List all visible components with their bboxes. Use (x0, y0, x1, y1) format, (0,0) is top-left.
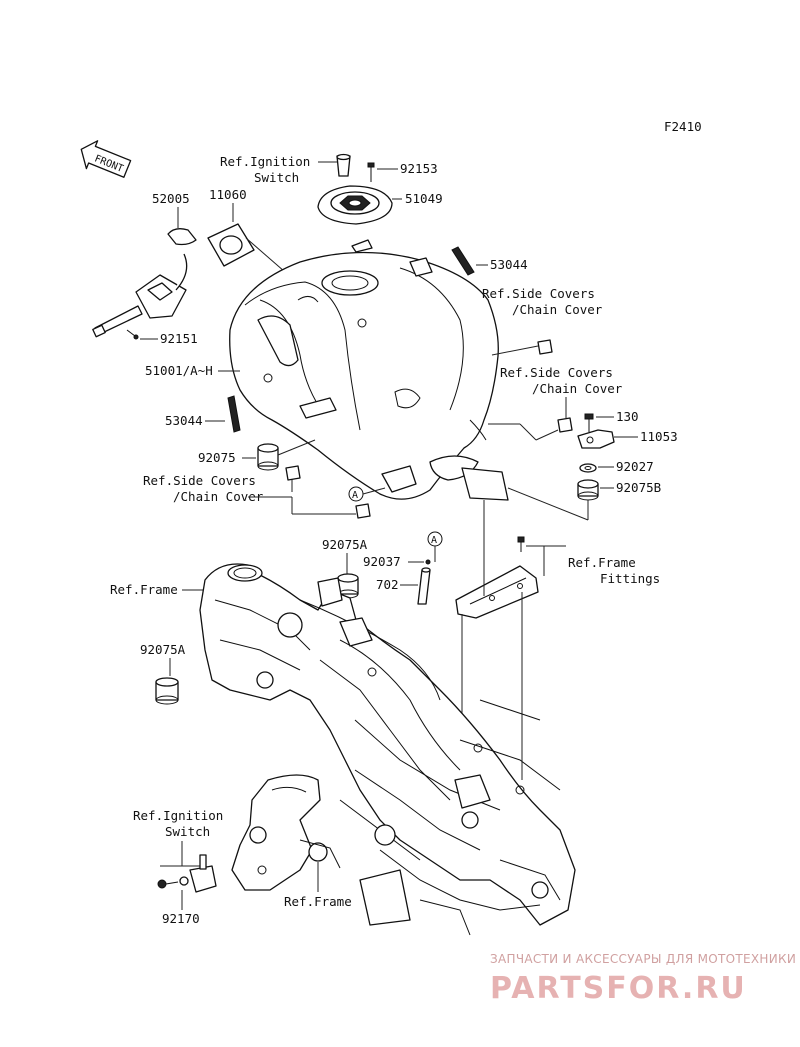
ignition-switch-bottom (189, 854, 217, 893)
ref-frame-fittings-2: Fittings (600, 571, 660, 586)
motorcycle-frame (199, 563, 576, 936)
grommet-side-cover-b (557, 417, 573, 433)
svg-text:A: A (352, 490, 358, 501)
callout-92170: 92170 (162, 911, 200, 926)
fuel-pump-unit (92, 253, 188, 338)
gasket-11060 (207, 223, 255, 267)
grommet-side-cover-c2 (355, 503, 371, 519)
ref-side-covers-b-1: Ref.Side Covers (500, 365, 613, 380)
ref-frame-fittings-1: Ref.Frame (568, 555, 636, 570)
damper-92075A-top (337, 573, 359, 599)
screw-92151 (126, 329, 139, 340)
grommet-side-cover-c1 (285, 465, 301, 481)
bolt-130 (584, 413, 594, 432)
figure-code: F2410 (664, 119, 702, 134)
damper-92075 (257, 443, 279, 471)
fuel-cap-51049 (317, 185, 393, 225)
pad-53044-left (227, 395, 241, 433)
pin-702 (417, 567, 431, 605)
bolt-92170 (157, 876, 189, 889)
callout-92075B: 92075B (616, 480, 661, 495)
callout-92075A-top: 92075A (322, 537, 368, 552)
watermark-brand: PARTSFOR.RU (490, 971, 747, 1006)
ref-ignition-switch-top-1: Ref.Ignition (220, 154, 310, 169)
ref-side-covers-c-2: /Chain Cover (173, 489, 264, 504)
callout-92075: 92075 (198, 450, 236, 465)
ignition-lock-cylinder (336, 153, 351, 177)
callout-92075A-left: 92075A (140, 642, 186, 657)
pad-53044-top (451, 246, 475, 276)
ref-frame-top: Ref.Frame (110, 582, 178, 597)
damper-92075B (577, 479, 599, 501)
callout-92153: 92153 (400, 161, 438, 176)
ref-ignition-switch-bottom-2: Switch (165, 824, 210, 839)
callout-52005: 52005 (152, 191, 190, 206)
ref-ignition-switch-top-2: Switch (254, 170, 299, 185)
ref-side-covers-a-2: /Chain Cover (512, 302, 603, 317)
callout-11060: 11060 (209, 187, 247, 202)
clip-92037 (425, 559, 431, 565)
fuel-tank-51001 (229, 239, 509, 501)
callout-11053: 11053 (640, 429, 678, 444)
damper-92075A-left (155, 677, 179, 705)
callout-53044-left: 53044 (165, 413, 203, 428)
callout-92037: 92037 (363, 554, 401, 569)
bolt-92153 (367, 162, 375, 182)
callout-702: 702 (376, 577, 399, 592)
front-arrow-icon: FRONT (80, 140, 132, 178)
ignition-bracket-frame (231, 774, 341, 891)
ref-ignition-switch-bottom-1: Ref.Ignition (133, 808, 223, 823)
collar-92027 (579, 463, 597, 473)
pump-grommet-52005 (167, 228, 197, 246)
bracket-11053 (577, 429, 615, 449)
svg-text:A: A (431, 535, 437, 546)
callout-92027: 92027 (616, 459, 654, 474)
ref-side-covers-b-2: /Chain Cover (532, 381, 623, 396)
callout-92151: 92151 (160, 331, 198, 346)
frame-fitting-bracket (455, 565, 539, 619)
bolt-frame-fitting (517, 536, 525, 552)
watermark-tagline: ЗАПЧАСТИ И АКСЕССУАРЫ ДЛЯ МОТОТЕХНИКИ (490, 952, 796, 966)
ref-side-covers-c-1: Ref.Side Covers (143, 473, 256, 488)
callout-51049: 51049 (405, 191, 443, 206)
callout-130: 130 (616, 409, 639, 424)
grommet-side-cover-a (537, 339, 553, 355)
marker-a-1: A (348, 486, 364, 502)
marker-a-2: A (427, 531, 443, 547)
callout-53044-top: 53044 (490, 257, 528, 272)
ref-side-covers-a-1: Ref.Side Covers (482, 286, 595, 301)
callout-51001: 51001/A~H (145, 363, 213, 378)
ref-frame-bottom: Ref.Frame (284, 894, 352, 909)
